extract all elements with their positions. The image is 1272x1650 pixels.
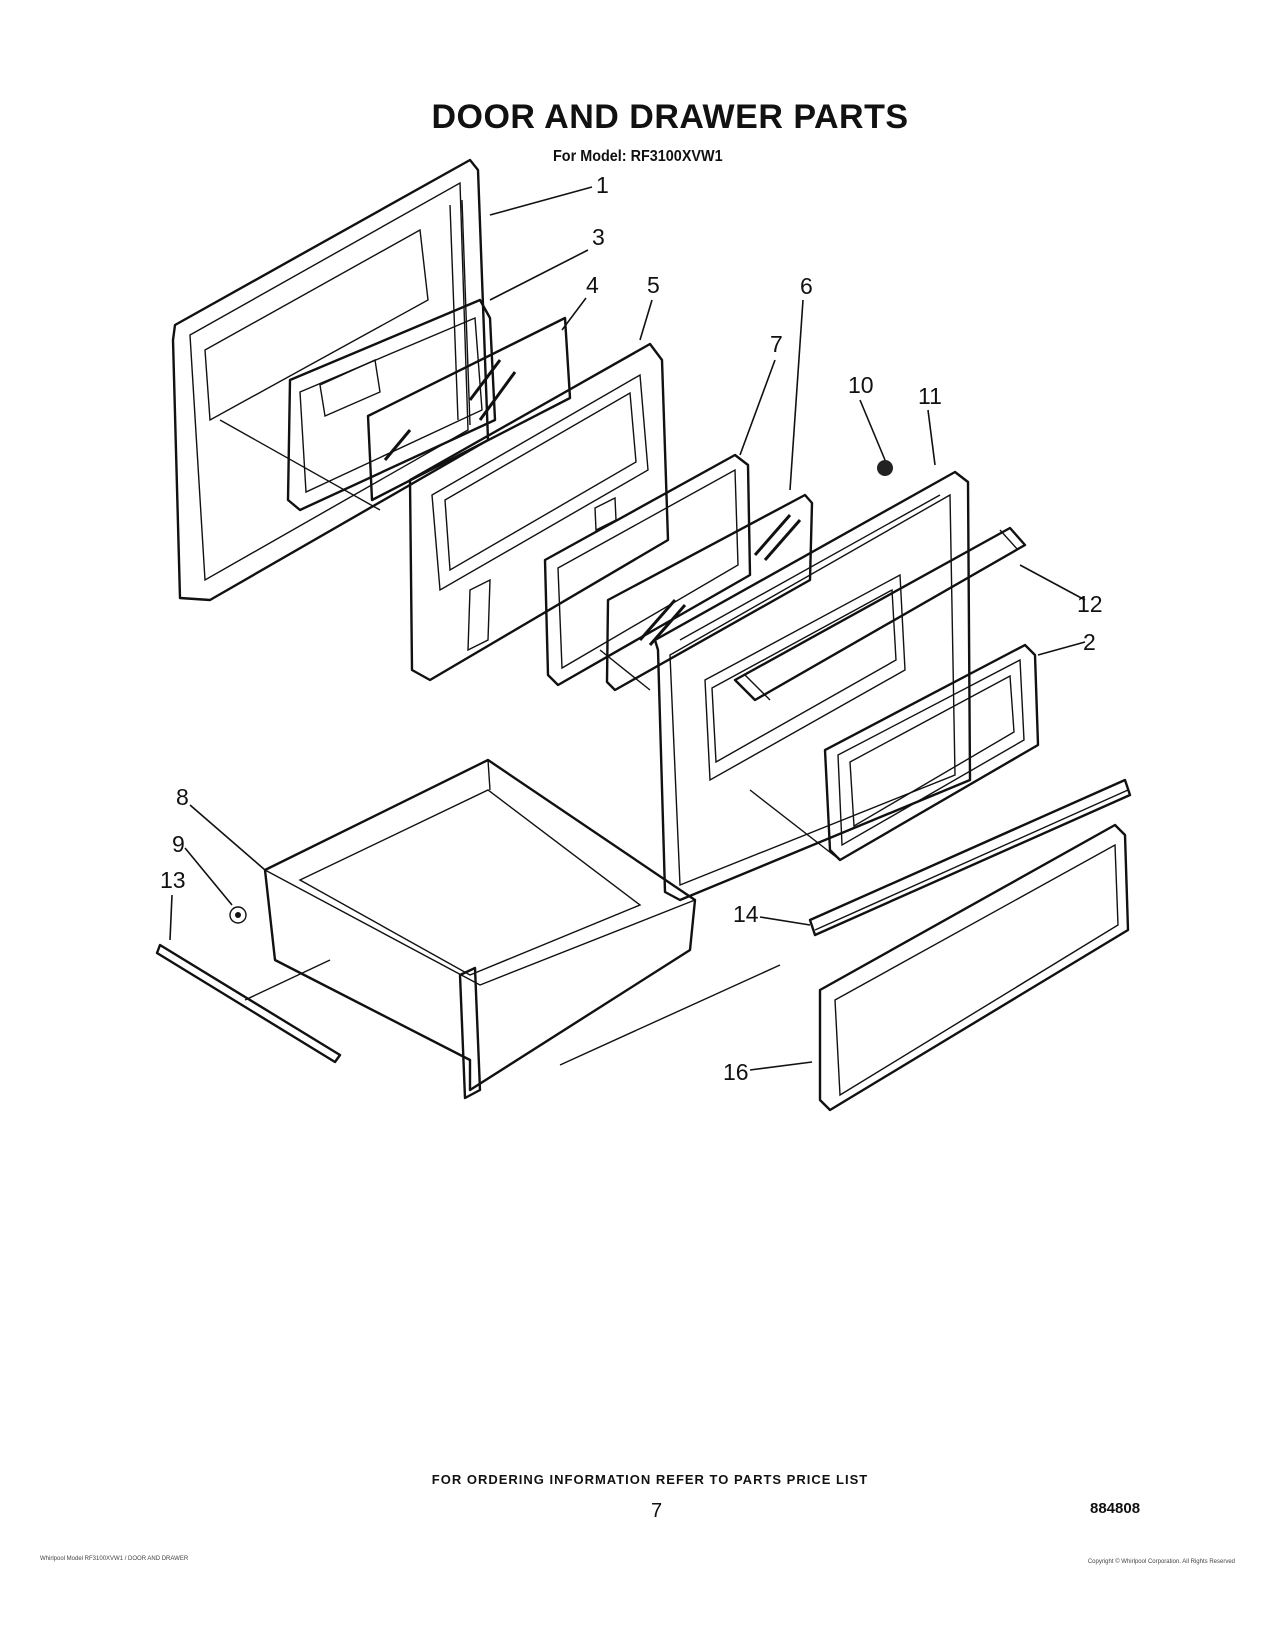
callout-7: 7 — [770, 331, 783, 357]
callout-5: 5 — [647, 272, 660, 298]
callout-8: 8 — [176, 784, 189, 810]
leader-lines — [169, 186, 1086, 1071]
part-14-drawer-trim — [808, 778, 1132, 937]
part-11-outer-door — [653, 470, 972, 902]
callout-6: 6 — [800, 273, 813, 299]
callout-4: 4 — [586, 272, 599, 298]
callout-14: 14 — [733, 901, 759, 927]
part-1-outer-door-panel — [171, 158, 490, 602]
part-6-outer-glass — [605, 493, 814, 692]
part-5-door-liner — [408, 342, 670, 682]
page-number: 7 — [651, 1500, 663, 1522]
callout-labels: 1 2 3 4 5 6 7 8 9 10 11 12 13 14 16 — [160, 172, 1103, 1085]
part-4-inner-glass — [366, 316, 572, 502]
part-9-drawer-roller — [229, 906, 247, 924]
part-2-door-gasket — [823, 643, 1040, 862]
callout-13: 13 — [160, 867, 186, 893]
part-3-inner-frame — [286, 298, 497, 512]
ordering-note: FOR ORDERING INFORMATION REFER TO PARTS … — [431, 1472, 869, 1487]
callout-10: 10 — [848, 372, 874, 398]
assembly-lines — [219, 419, 841, 1066]
page-title: DOOR AND DRAWER PARTS — [431, 98, 909, 136]
callout-1: 1 — [596, 172, 609, 198]
callout-2: 2 — [1083, 629, 1096, 655]
callout-12: 12 — [1077, 591, 1103, 617]
footer-small-left: Whirlpool Model RF3100XVW1 / DOOR AND DR… — [40, 1556, 189, 1562]
document-number: 884808 — [1090, 1500, 1141, 1517]
callout-16: 16 — [723, 1059, 749, 1085]
part-13-drawer-rail — [155, 943, 342, 1064]
callout-3: 3 — [592, 224, 605, 250]
part-10-screw — [877, 460, 893, 476]
part-8-drawer — [263, 758, 697, 1100]
part-7-window-frame — [543, 453, 752, 687]
part-12-door-handle — [733, 526, 1027, 702]
callout-9: 9 — [172, 831, 185, 857]
part-16-drawer-front — [818, 823, 1130, 1112]
model-subtitle: For Model: RF3100XVW1 — [553, 148, 723, 165]
footer-small-right: Copyright © Whirlpool Corporation. All R… — [1087, 1559, 1235, 1565]
callout-11: 11 — [918, 383, 942, 409]
